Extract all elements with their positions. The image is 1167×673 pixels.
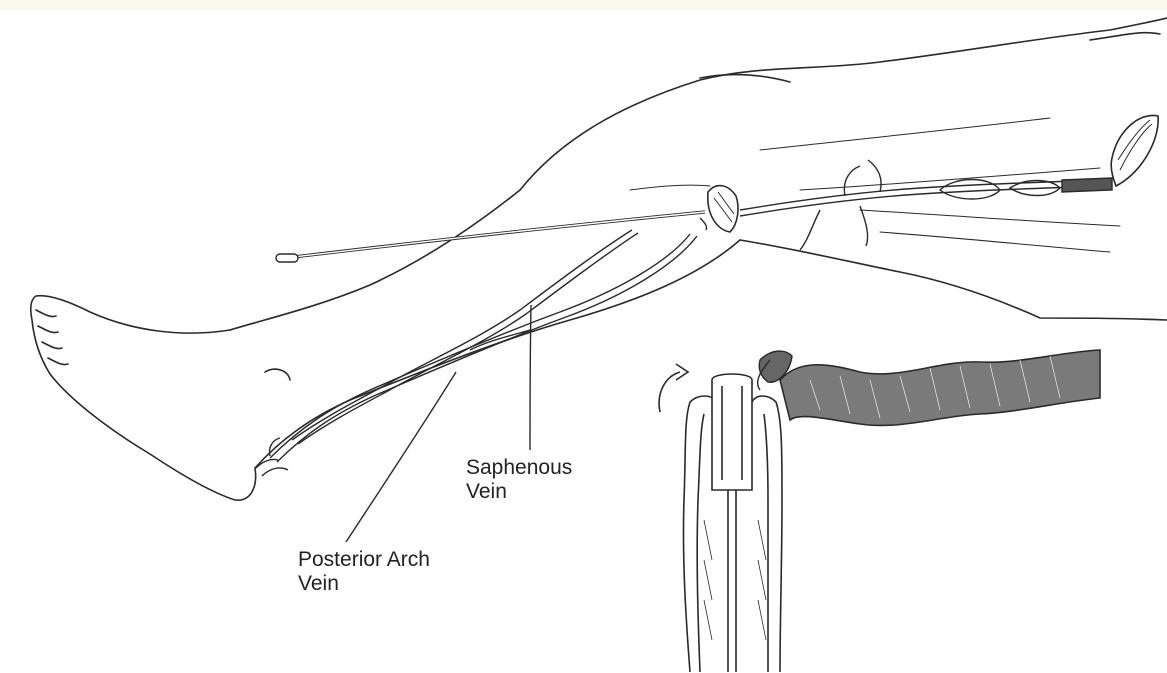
thigh-shading-2 — [630, 185, 710, 190]
stripper-inset — [659, 364, 782, 672]
posterior-arch-label-line2: Vein — [298, 572, 430, 596]
thigh-upper-contour — [520, 18, 1167, 190]
ankle-bone — [265, 369, 290, 380]
shin-upper-contour — [230, 190, 520, 330]
saphenous-leader — [530, 305, 531, 450]
thigh-vein — [740, 160, 1112, 250]
groin-incision — [1111, 115, 1158, 186]
calf-lower-contour — [255, 240, 740, 468]
stripper-wire — [276, 212, 707, 262]
curved-arrow — [659, 372, 680, 412]
foot-outline — [31, 296, 256, 500]
knee-fold — [700, 75, 790, 82]
leg-veins — [256, 230, 697, 476]
thigh-lower-contour — [740, 240, 1167, 320]
saphenous-vein-label: Saphenous Vein — [466, 456, 572, 504]
hip-contour — [1090, 33, 1160, 40]
leg-drawing — [31, 18, 1167, 500]
posterior-arch-label-line1: Posterior Arch — [298, 548, 430, 572]
knee-incision — [708, 186, 738, 232]
saphenous-label-line1: Saphenous — [466, 456, 572, 480]
header-strip — [0, 0, 1167, 10]
saphenous-label-line2: Vein — [466, 480, 572, 504]
posterior-arch-vein-label: Posterior Arch Vein — [298, 548, 430, 596]
extracted-vein — [758, 350, 1100, 425]
